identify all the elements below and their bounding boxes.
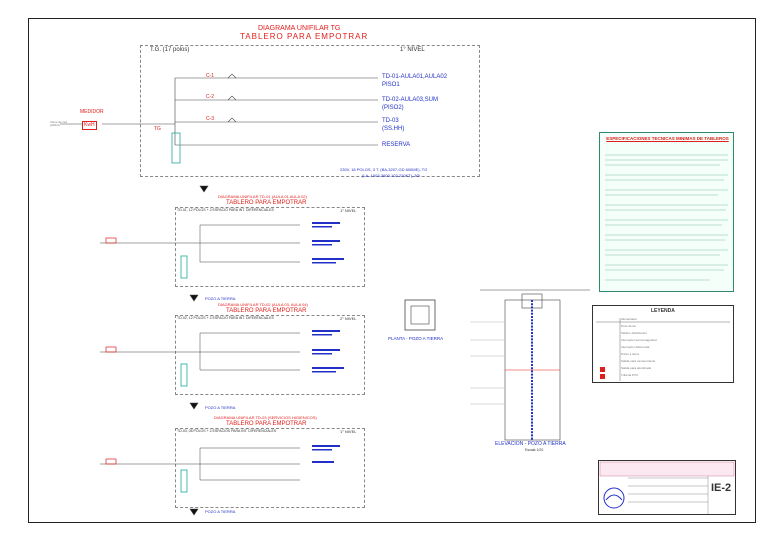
sub3-level: 1° NIVEL (340, 429, 357, 434)
pozo-plan-label: PLANTA - POZO A TIERRA (388, 336, 444, 341)
sub2-board: TD-02, 12 POLOS + 2 ESPACIO PARA INT. DI… (177, 316, 274, 320)
medidor-label: MEDIDOR (80, 109, 104, 115)
legend-item: Salida para tomacorriente (621, 359, 656, 363)
circuit-c2-dest2: (PISO2) (382, 105, 404, 111)
main-subtitle: TABLERO PARA EMPOTRAR (240, 32, 369, 41)
sub1-board: TD-01, 12 POLOS + 2 ESPACIO PARA INT. DI… (177, 208, 274, 212)
legend-item: Alimentador (621, 317, 638, 321)
circuit-c1-id: C-1 (206, 73, 215, 79)
sub2-subtitle: TABLERO PARA EMPOTRAR (226, 308, 307, 314)
main-board-label: T.G. (17 polos) (150, 47, 190, 53)
sub2-pozo: POZO A TIERRA (205, 405, 236, 410)
sub1-subtitle: TABLERO PARA EMPOTRAR (226, 200, 307, 206)
main-title: DIAGRAMA UNIFILAR TG (258, 25, 341, 32)
circuit-c1-dest: TD-01-AULA01,AULA02 (382, 74, 448, 80)
sheet-number: IE-2 (711, 482, 732, 494)
main-footer: 230V, 18 POLOS, 3 T. (BA-3207-GD 600ME),… (340, 167, 428, 172)
tg-label: TG (154, 126, 161, 132)
specs-title: ESPECIFICACIONES TECNICAS MINIMAS DE TAB… (606, 136, 729, 141)
pozo-scale: Escala 1/20 (525, 448, 544, 452)
legend-item: Pozo tierra (621, 324, 636, 328)
legend-box: LEYENDA Alimentador Pozo tierra Tablero … (592, 305, 734, 383)
sub1-frame (175, 207, 365, 287)
circuit-c3-dest: TD-03 (382, 118, 399, 124)
legend-item: Salida para alumbrado (621, 366, 652, 370)
reserva-dest: RESERVA (382, 142, 411, 148)
specs-box: ESPECIFICACIONES TECNICAS MINIMAS DE TAB… (599, 132, 734, 292)
sub3-subtitle: TABLERO PARA EMPOTRAR (226, 421, 307, 427)
main-footer2: (LA.-1003-3600-102 220KT), 3Ø (362, 173, 420, 178)
circuit-c1-dest2: PISO1 (382, 82, 400, 88)
main-board-frame (140, 45, 480, 177)
sub1-pozo: POZO A TIERRA (205, 296, 236, 301)
sub3-frame (175, 428, 365, 508)
legend-item: Tablero distribucion (621, 331, 647, 335)
sub3-board: TD-03, 08 POLOS + 2 ESPACIOS PARA INT. D… (177, 429, 277, 433)
legend-item: Interruptor termomagnetico (621, 338, 658, 342)
kwh-meter: KwH (82, 121, 97, 130)
legend-item: Interruptor diferencial (621, 345, 650, 349)
sub3-pozo: POZO A TIERRA (205, 509, 236, 514)
drawing-sheet (28, 18, 756, 523)
legend-item: Punto a tierra (621, 352, 640, 356)
supply-label: Viene de red pública (50, 120, 67, 127)
circuit-c2-dest: TD-02-AULA03,SUM (382, 97, 439, 103)
circuit-c2-id: C-2 (206, 94, 215, 100)
circuit-c3-dest2: (SS.HH) (382, 126, 405, 132)
sub3-title: DIAGRAMA UNIFILAR TD-03 (SERVICIOS HIGIE… (214, 415, 317, 420)
sub2-frame (175, 315, 365, 395)
main-level: 1° NIVEL (400, 47, 425, 53)
circuit-c3-id: C-3 (206, 116, 215, 122)
pozo-elev-label: ELEVACION - POZO A TIERRA (495, 441, 566, 447)
sub1-level: 1° NIVEL (340, 208, 357, 213)
sub2-level: 2° NIVEL (340, 316, 357, 321)
sub2-title: DIAGRAMA UNIFILAR TD-02 (AULA 03, AULA 0… (218, 302, 308, 307)
legend-item: Tubería PVC (621, 373, 639, 377)
sub1-title: DIAGRAMA UNIFILAR TD-01 (AULA 01 AULA 02… (218, 194, 307, 199)
legend-title: LEYENDA (651, 308, 675, 314)
